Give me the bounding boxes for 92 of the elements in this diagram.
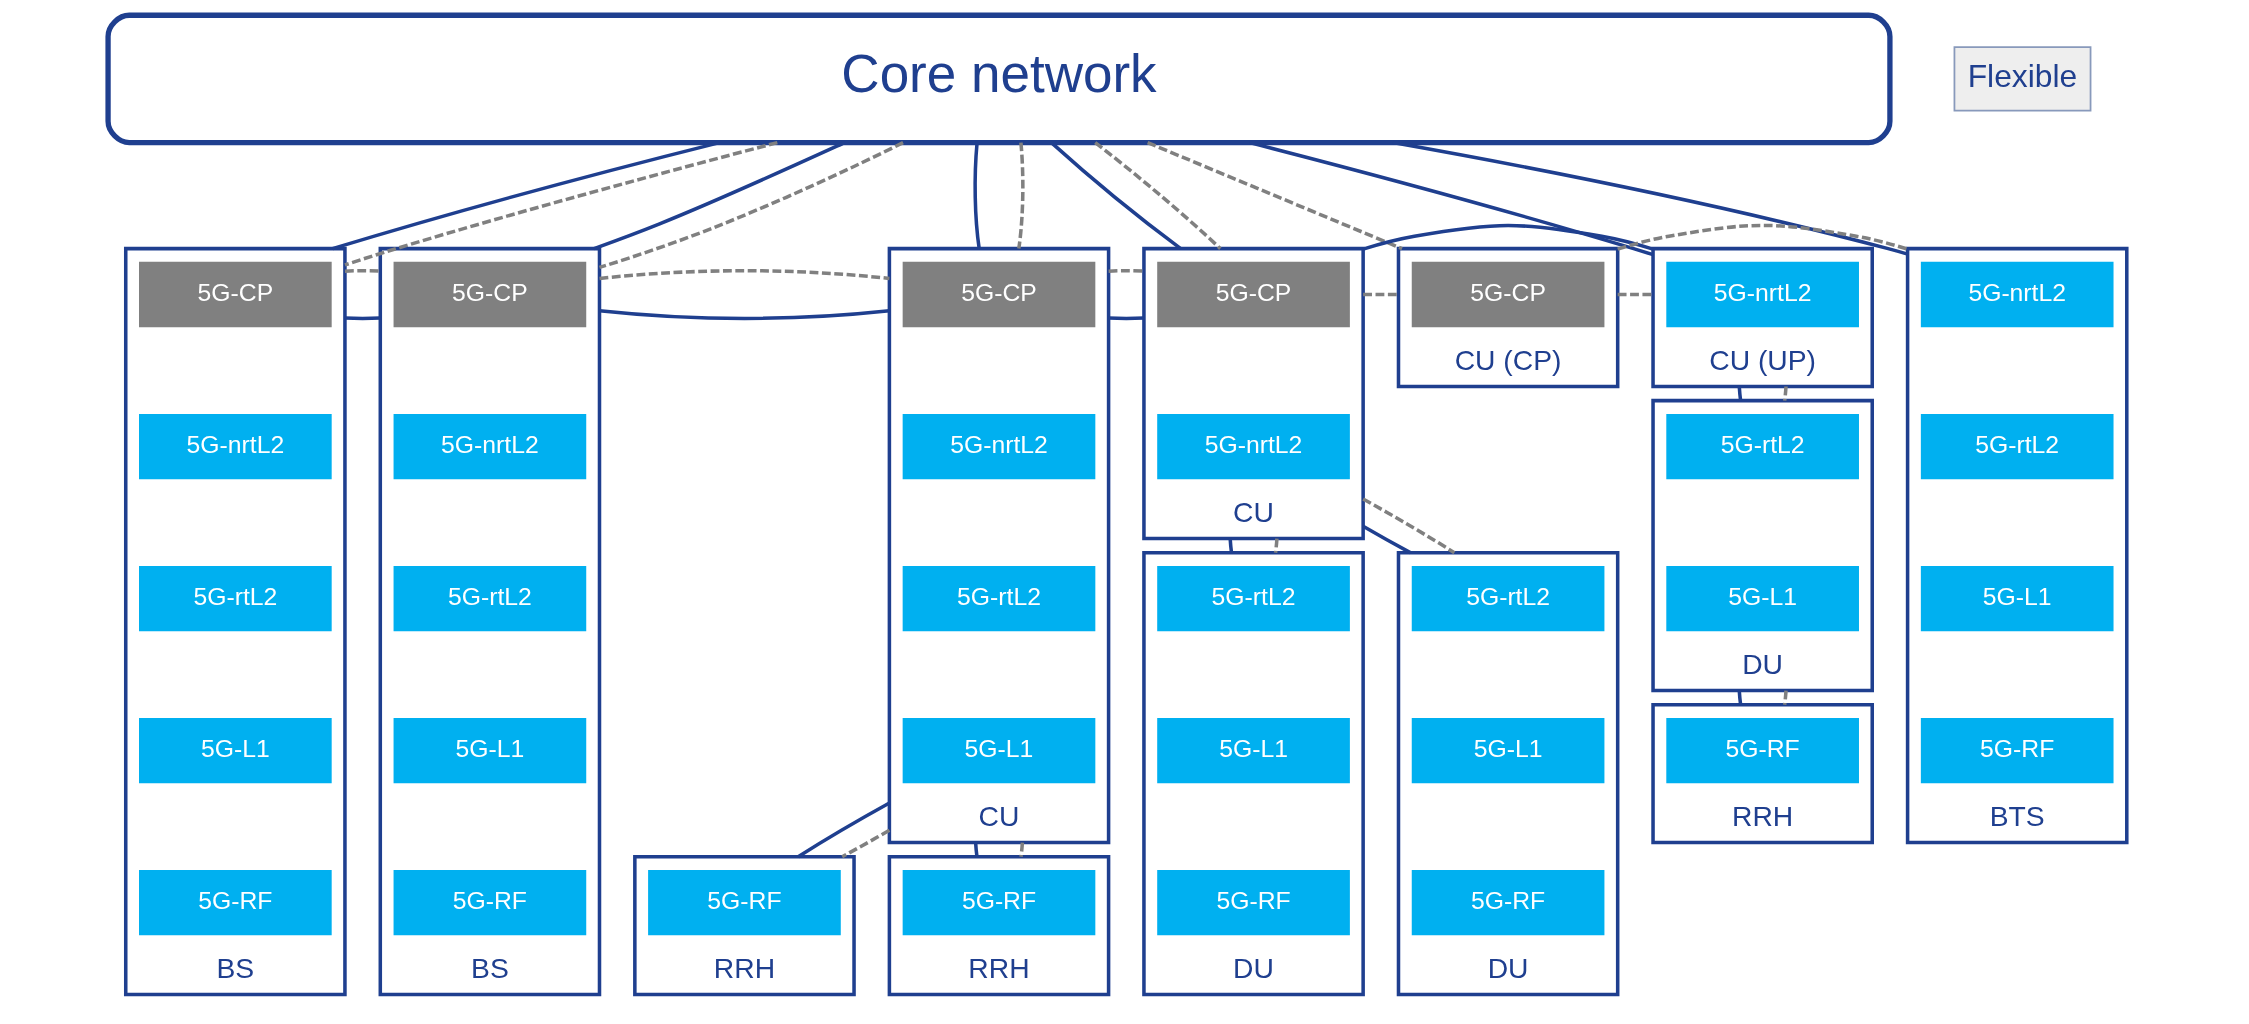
connector — [973, 142, 981, 249]
connector — [1249, 140, 1654, 257]
cluster — [1905, 246, 2129, 845]
node-box: 5G-RF — [1411, 869, 1605, 936]
connector — [841, 828, 891, 859]
node-label: CU (CP) — [1454, 344, 1562, 377]
node-label: CU — [978, 800, 1020, 833]
node-label: RRH — [713, 952, 776, 985]
connector — [1362, 497, 1456, 555]
node-box: 5G-rtL2 — [902, 565, 1096, 632]
node-box: Core network — [105, 12, 1893, 146]
connector — [973, 842, 979, 857]
connector — [1362, 223, 1654, 251]
node-box: 5G-L1 — [393, 717, 587, 784]
connector — [1094, 141, 1222, 250]
node-box: 5G-L1 — [1920, 565, 2114, 632]
node-box: 5G-RF — [1157, 869, 1350, 936]
node-box: 5G-nrtL2 — [1920, 261, 2114, 328]
connector — [1019, 842, 1025, 857]
connector — [1617, 223, 1909, 251]
node-label: DU — [1742, 648, 1784, 681]
cluster — [887, 854, 1111, 997]
node-box: 5G-L1 — [1411, 717, 1605, 784]
connector — [1146, 140, 1403, 251]
connector — [1362, 524, 1412, 555]
cluster — [1142, 550, 1365, 997]
connector — [598, 141, 904, 270]
node-box: 5G-nrtL2 — [1666, 261, 1859, 328]
node-box: 5G-nrtL2 — [139, 413, 332, 480]
node-box: Flexible — [1953, 46, 2092, 112]
node-label: BTS — [1989, 800, 2045, 833]
node-box: 5G-CP — [139, 261, 332, 328]
connector — [1228, 538, 1234, 553]
node-box: 5G-RF — [648, 869, 841, 936]
connector — [1108, 316, 1145, 321]
node-label: DU — [1233, 952, 1274, 985]
node-box: 5G-CP — [1411, 261, 1605, 328]
node-box: 5G-rtL2 — [139, 565, 332, 632]
cluster — [1651, 246, 1874, 389]
connector — [599, 308, 890, 321]
node-box: 5G-RF — [902, 869, 1096, 936]
connector — [332, 140, 720, 251]
cluster — [1651, 702, 1874, 845]
node-box: 5G-CP — [902, 261, 1096, 328]
node-box: 5G-RF — [1666, 717, 1859, 784]
node-label: BS — [471, 952, 509, 985]
node-box: 5G-rtL2 — [1157, 565, 1350, 632]
connector — [1363, 292, 1399, 297]
connector — [797, 801, 891, 859]
connector — [344, 268, 381, 273]
node-box: 5G-rtL2 — [1666, 413, 1859, 480]
node-box: 5G-L1 — [902, 717, 1096, 784]
cluster — [1396, 246, 1620, 389]
connector — [344, 140, 778, 267]
connector — [1617, 292, 1654, 297]
connector — [1782, 386, 1788, 401]
node-label: RRH — [968, 952, 1030, 985]
connector — [1737, 690, 1743, 705]
node-box: 5G-L1 — [1666, 565, 1859, 632]
cluster — [378, 246, 602, 997]
connector — [1392, 140, 1909, 256]
node-label: CU — [1233, 496, 1274, 529]
cluster — [633, 854, 856, 997]
cluster — [1651, 398, 1874, 693]
node-box: 5G-L1 — [1157, 717, 1350, 784]
connector — [1017, 142, 1025, 249]
connector — [1108, 268, 1145, 273]
cluster — [887, 246, 1111, 845]
node-box: 5G-RF — [139, 869, 332, 936]
connector — [599, 268, 890, 281]
node-box: 5G-L1 — [139, 717, 332, 784]
connector — [1782, 690, 1788, 705]
node-box: 5G-CP — [393, 261, 587, 328]
node-box: 5G-CP — [1157, 261, 1350, 328]
node-box: 5G-rtL2 — [1411, 565, 1605, 632]
node-box: 5G-RF — [393, 869, 587, 936]
node-box: 5G-rtL2 — [393, 565, 587, 632]
cluster — [1142, 246, 1365, 541]
node-label: BS — [216, 952, 255, 985]
cluster — [124, 246, 347, 997]
node-box: 5G-nrtL2 — [393, 413, 587, 480]
node-label: DU — [1487, 952, 1529, 985]
cluster — [1396, 550, 1620, 997]
node-label: RRH — [1732, 800, 1794, 833]
node-label: CU (UP) — [1709, 344, 1817, 377]
node-box: 5G-nrtL2 — [1157, 413, 1350, 480]
connector — [1737, 386, 1743, 401]
node-box: 5G-nrtL2 — [902, 413, 1096, 480]
node-box: 5G-rtL2 — [1920, 413, 2114, 480]
connector — [344, 316, 381, 321]
node-box: 5G-RF — [1920, 717, 2114, 784]
connector — [1273, 538, 1279, 553]
